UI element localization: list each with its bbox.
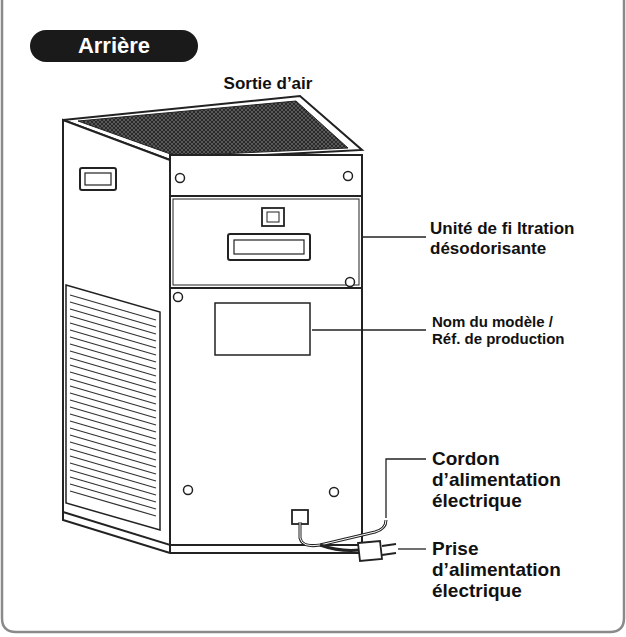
back-face [170, 155, 362, 545]
plug-label: Prise d’alimentation électrique [432, 538, 582, 601]
panel-seam [170, 287, 362, 289]
panel-seam [170, 195, 362, 197]
filter-label: Unité de fi ltration désodorisante [430, 219, 620, 259]
leader-lines [312, 237, 426, 549]
model-plate [215, 303, 310, 355]
badge-text: Arrière [60, 33, 168, 59]
view-badge: Arrière [30, 30, 198, 62]
filter-handle-inner [234, 240, 304, 254]
filter-unit [173, 199, 359, 285]
screws [174, 172, 355, 497]
side-handle [80, 168, 116, 190]
base-edge [169, 545, 171, 553]
power-plug [358, 541, 382, 561]
side-face [63, 120, 170, 545]
power-cord [320, 545, 360, 550]
filter-handle [228, 234, 310, 260]
filter-latch-inner [267, 212, 279, 222]
side-inlet-frame [66, 285, 160, 530]
cord-label: Cordon d’alimentation électrique [432, 448, 582, 511]
model-label: Nom du modèle / Réf. de production [432, 313, 582, 347]
filter-latch [262, 208, 284, 226]
outlet-label: Sortie d’air [168, 74, 368, 94]
cord-socket [292, 510, 308, 524]
side-inlet-grille [70, 295, 156, 516]
plug-prongs [382, 544, 396, 555]
side-handle-inner [85, 173, 111, 185]
